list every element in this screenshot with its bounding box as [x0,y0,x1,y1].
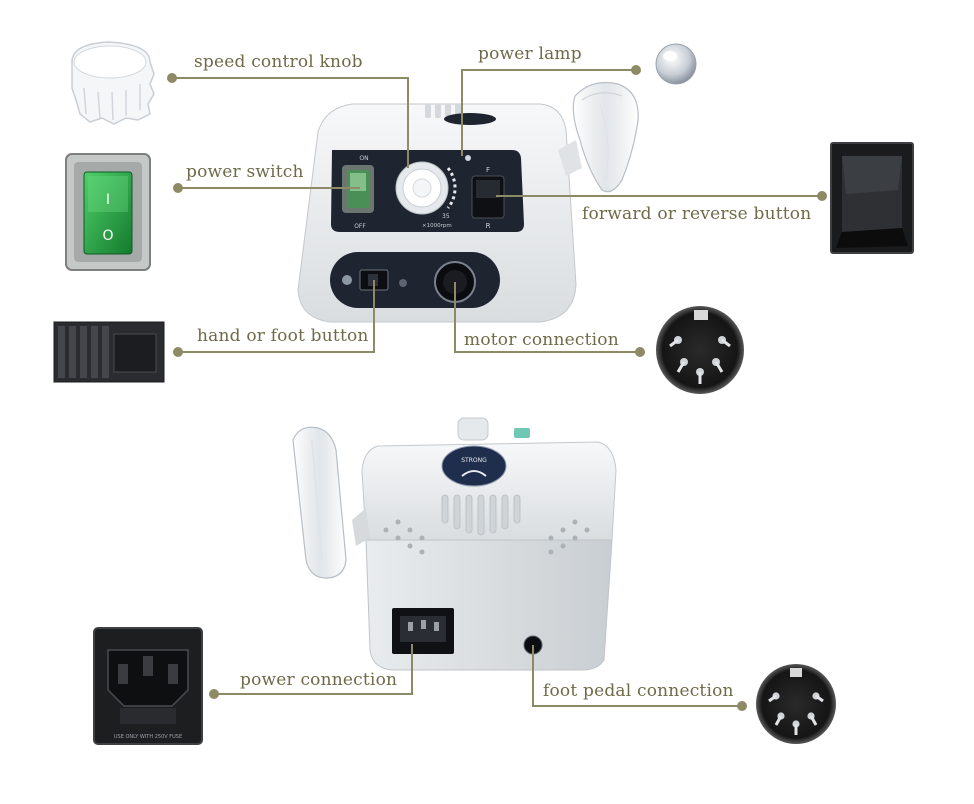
label-speed-control-knob: speed control knob [194,52,363,72]
panel-f-text: F [486,166,490,174]
panel-r-text: R [486,222,491,230]
panel-knob [395,161,457,215]
handpiece-holder-top [572,81,639,193]
handpiece-holder-bottom [292,426,347,579]
label-hand-foot-button: hand or foot button [197,326,369,346]
label-forward-reverse: forward or reverse button [582,204,812,224]
label-power-connection: power connection [240,670,398,690]
fuse-label-text: USE ONLY WITH 250V FUSE [114,734,182,740]
leader-speed-knob [172,77,409,168]
panel-off-text: OFF [354,223,366,230]
label-foot-pedal-connection: foot pedal connection [543,681,734,701]
panel-power-lamp [465,155,471,161]
leader-power-conn [214,644,413,695]
black-rocker-switch-icon [830,142,914,254]
din-5pin-connector-icon [656,306,744,394]
switch-o-text: O [102,228,113,244]
leader-hand-foot [178,280,375,353]
label-motor-connection: motor connection [464,330,619,350]
top-device: ON OFF 35 ×1000rpm F R [297,81,639,323]
rear-logo-text: STRONG [461,457,487,464]
leader-motor [454,282,640,353]
bottom-device: STRONG [292,417,617,671]
leader-power-lamp [461,69,636,156]
slide-switch-icon [53,321,165,383]
din-5pin-connector-icon-2 [756,664,836,744]
knob-icon [71,41,155,125]
label-power-lamp: power lamp [478,44,582,64]
leader-lines [172,69,822,707]
leader-dots [167,65,827,711]
label-power-switch: power switch [186,162,304,182]
iec-power-socket-icon: USE ONLY WITH 250V FUSE [93,627,203,745]
panel-on-text: ON [359,155,368,162]
rear-vent [441,494,521,536]
green-rocker-switch-icon: I O [65,153,151,271]
switch-i-text: I [106,192,110,208]
panel-fwd-rev-rocker [471,175,505,219]
panel-speed-unit: ×1000rpm [422,223,452,229]
panel-speed-max: 35 [442,213,450,220]
leader-foot-pedal [532,645,742,707]
lamp-bulb-icon [655,43,697,85]
rear-logo-badge [441,445,507,487]
